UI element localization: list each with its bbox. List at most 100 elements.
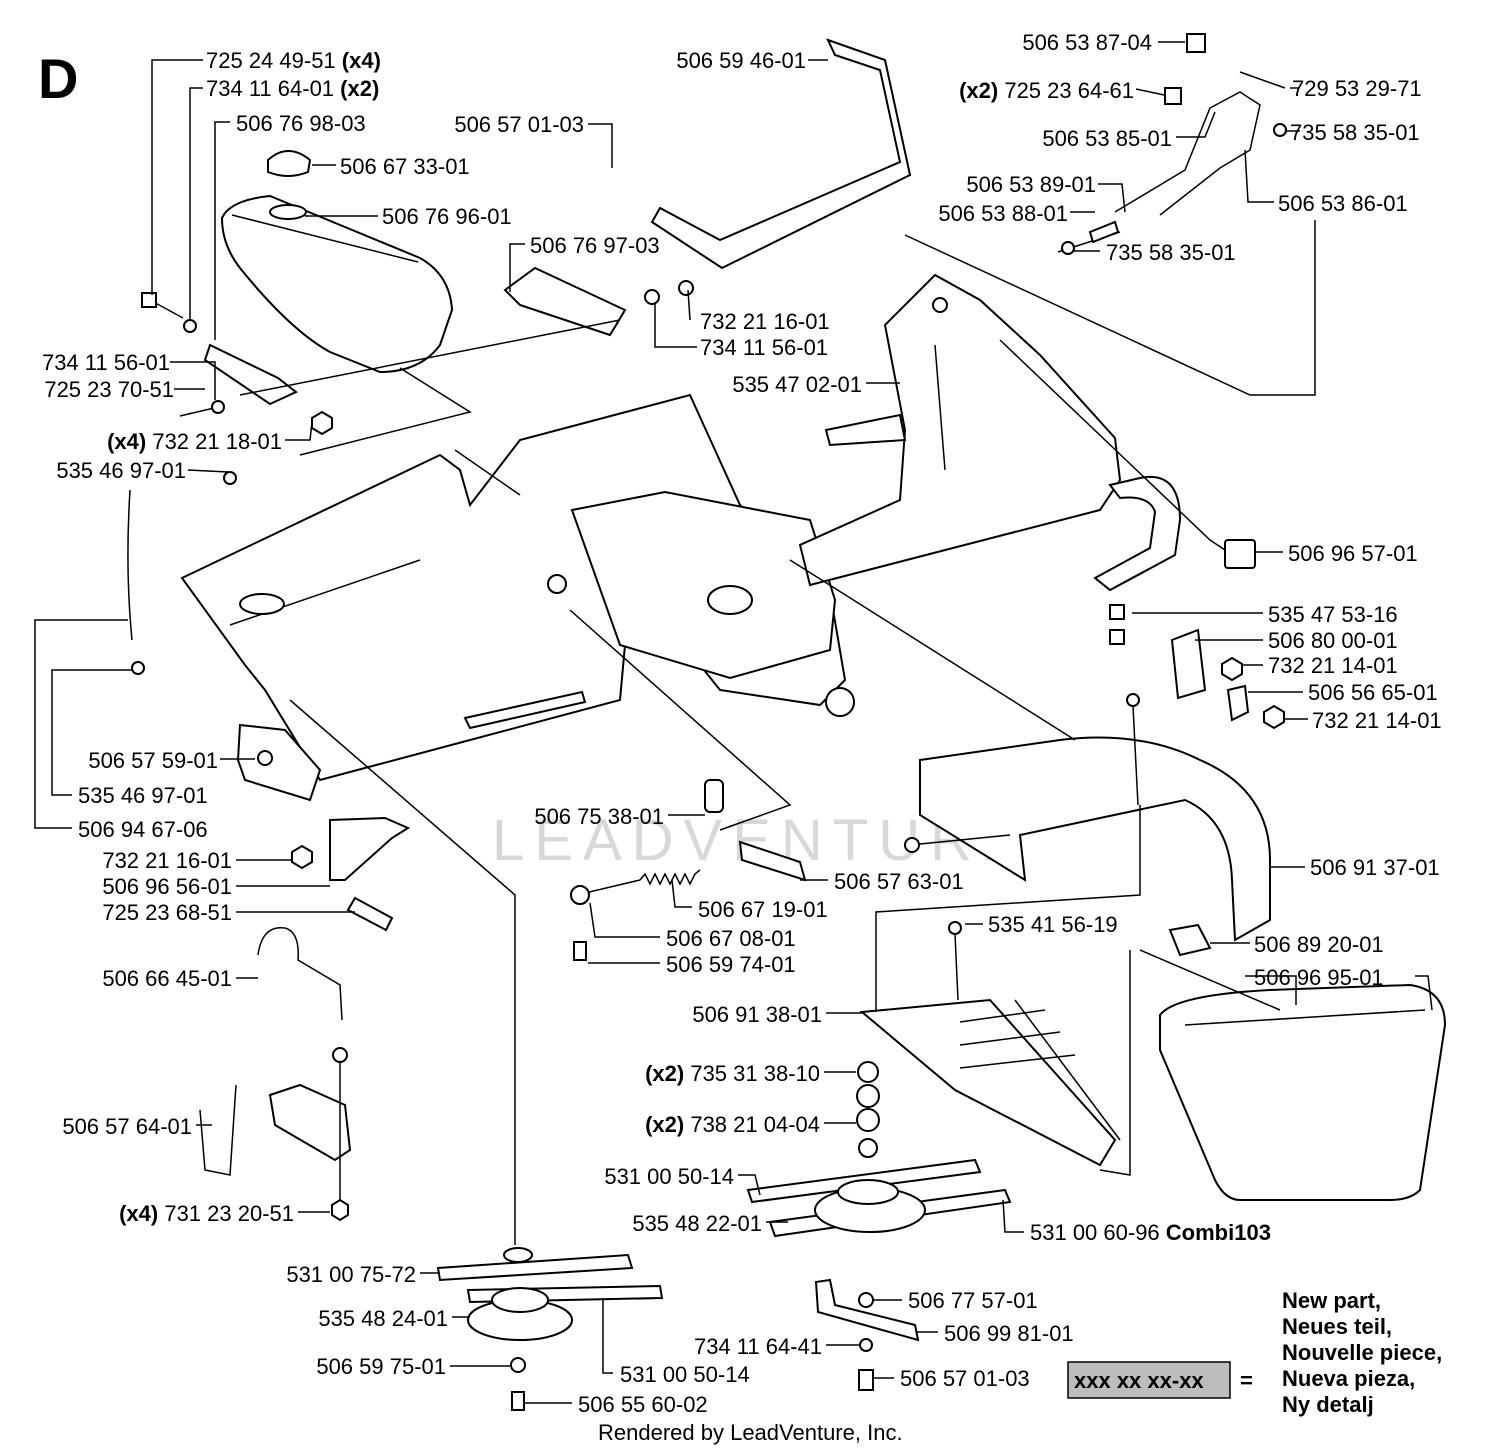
legend-line-es: Nueva pieza, (1282, 1366, 1415, 1391)
callout-part-number: 734 11 64-41 (694, 1334, 822, 1359)
callout-label: 732 21 14-01 (1312, 708, 1442, 733)
callout-part-number: 506 67 19-01 (698, 897, 828, 922)
throttle-linkage (1114, 91, 1261, 216)
callout-label: 506 55 60-02 (578, 1392, 708, 1417)
callout-part-number: 732 21 14-01 (1312, 708, 1442, 733)
callout-prefix: (x4) (107, 429, 152, 454)
footer-credit: Rendered by LeadVenture, Inc. (598, 1420, 903, 1445)
callout-label: 734 11 56-01 (42, 350, 170, 375)
callout-part-number: 531 00 50-14 (604, 1164, 734, 1189)
callout-label: 531 00 75-72 (286, 1262, 416, 1287)
callout-label: 506 53 88-01 (938, 201, 1068, 226)
callout-label: 725 24 49-51 (x4) (206, 48, 381, 73)
callout-part-number: 535 46 97-01 (78, 783, 208, 808)
callout-prefix: (x4) (119, 1201, 164, 1226)
callout-label: 506 59 74-01 (666, 952, 796, 977)
callout-label: 734 11 64-01 (x2) (206, 76, 379, 101)
callout-part-number: 535 46 97-01 (56, 458, 186, 483)
section-letter: D (38, 47, 78, 110)
callout-label: 506 77 57-01 (908, 1288, 1038, 1313)
callout-label: 535 46 97-01 (78, 783, 208, 808)
callout-part-number: 506 76 97-03 (530, 233, 660, 258)
callout-part-number: 735 58 35-01 (1290, 120, 1420, 145)
callout-label: 735 58 35-01 (1290, 120, 1420, 145)
callout-part-number: 735 31 38-10 (690, 1061, 820, 1086)
callout-label: 506 56 65-01 (1308, 680, 1438, 705)
callout-part-number: 506 57 59-01 (88, 748, 218, 773)
callout-label: (x4) 731 23 20-51 (119, 1201, 294, 1226)
callout-label: 531 00 50-14 (604, 1164, 734, 1189)
callout-label: 506 66 45-01 (102, 966, 232, 991)
callout-label: 506 53 89-01 (966, 172, 1096, 197)
callout-label: 535 41 56-19 (988, 912, 1118, 937)
callout-part-number: 506 80 00-01 (1268, 628, 1398, 653)
callout-label: 506 59 75-01 (316, 1354, 446, 1379)
callout-part-number: 725 23 64-61 (1004, 78, 1134, 103)
callout-suffix: Combi103 (1160, 1220, 1271, 1245)
callout-label: 535 48 22-01 (632, 1211, 762, 1236)
callout-part-number: 506 76 96-01 (382, 204, 512, 229)
callout-part-number: 535 47 02-01 (732, 372, 862, 397)
callout-part-number: 734 11 56-01 (42, 350, 170, 375)
callout-label: 506 67 08-01 (666, 926, 796, 951)
callout-label: 732 21 14-01 (1268, 653, 1398, 678)
callout-part-number: 506 96 56-01 (102, 874, 232, 899)
callout-label: 506 57 64-01 (62, 1114, 192, 1139)
callout-label: (x2) 735 31 38-10 (645, 1061, 820, 1086)
callout-part-number: 531 00 60-96 (1030, 1220, 1160, 1245)
callout-prefix: (x2) (959, 78, 1004, 103)
callout-label: (x2) 738 21 04-04 (645, 1112, 820, 1137)
callout-part-number: 506 96 95-01 (1254, 965, 1384, 990)
callout-part-number: 738 21 04-04 (690, 1112, 820, 1137)
callout-part-number: 506 94 67-06 (78, 817, 208, 842)
fuel-cap (267, 150, 312, 177)
callout-label: 506 53 86-01 (1278, 191, 1408, 216)
callout-part-number: 732 21 18-01 (152, 429, 282, 454)
callout-part-number: 506 55 60-02 (578, 1392, 708, 1417)
callout-label: 531 00 50-14 (620, 1362, 750, 1387)
callout-label: 506 53 87-04 (1022, 30, 1152, 55)
parts-artwork (127, 33, 1447, 1411)
callout-part-number: 506 53 86-01 (1278, 191, 1408, 216)
callout-part-number: 731 23 20-51 (164, 1201, 294, 1226)
callout-label: 506 76 96-01 (382, 204, 512, 229)
callout-suffix: (x4) (336, 48, 381, 73)
callout-part-number: 506 59 74-01 (666, 952, 796, 977)
callout-label: 506 67 19-01 (698, 897, 828, 922)
callout-label: 506 76 97-03 (530, 233, 660, 258)
callout-labels: 725 24 49-51 (x4) 734 11 64-01 (x2) 506 76… (42, 30, 1442, 1417)
callout-part-number: 506 91 37-01 (1310, 855, 1440, 880)
callout-suffix: (x2) (334, 76, 379, 101)
callout-part-number: 732 21 16-01 (700, 309, 830, 334)
callout-label: 506 75 38-01 (534, 804, 664, 829)
callout-label: 734 11 56-01 (700, 335, 828, 360)
callout-label: 732 21 16-01 (700, 309, 830, 334)
main-frame (180, 393, 847, 782)
callout-part-number: 506 77 57-01 (908, 1288, 1038, 1313)
legend-line-sv: Ny detalj (1282, 1392, 1374, 1417)
callout-part-number: 506 57 64-01 (62, 1114, 192, 1139)
tank-bracket (203, 343, 298, 406)
callout-part-number: 506 59 75-01 (316, 1354, 446, 1379)
callout-part-number: 535 47 53-16 (1268, 602, 1398, 627)
callout-label: 506 59 46-01 (676, 48, 806, 73)
callout-part-number: 531 00 50-14 (620, 1362, 750, 1387)
callout-label: 725 23 68-51 (102, 900, 232, 925)
callout-part-number: 506 59 46-01 (676, 48, 806, 73)
callout-part-number: 506 53 87-04 (1022, 30, 1152, 55)
callout-label: 535 48 24-01 (318, 1306, 448, 1331)
callout-part-number: 506 56 65-01 (1308, 680, 1438, 705)
callout-part-number: 506 53 88-01 (938, 201, 1068, 226)
callout-label: 535 47 02-01 (732, 372, 862, 397)
callout-part-number: 506 89 20-01 (1254, 932, 1384, 957)
callout-label: 506 67 33-01 (340, 154, 470, 179)
left-blade (436, 1253, 634, 1282)
callout-part-number: 729 53 29-71 (1292, 76, 1422, 101)
callout-label: 735 58 35-01 (1106, 240, 1236, 265)
callout-label: 506 57 01-03 (454, 112, 584, 137)
callout-label: 506 57 01-03 (900, 1366, 1030, 1391)
callout-label: 506 76 98-03 (236, 111, 366, 136)
callout-label: 535 46 97-01 (56, 458, 186, 483)
